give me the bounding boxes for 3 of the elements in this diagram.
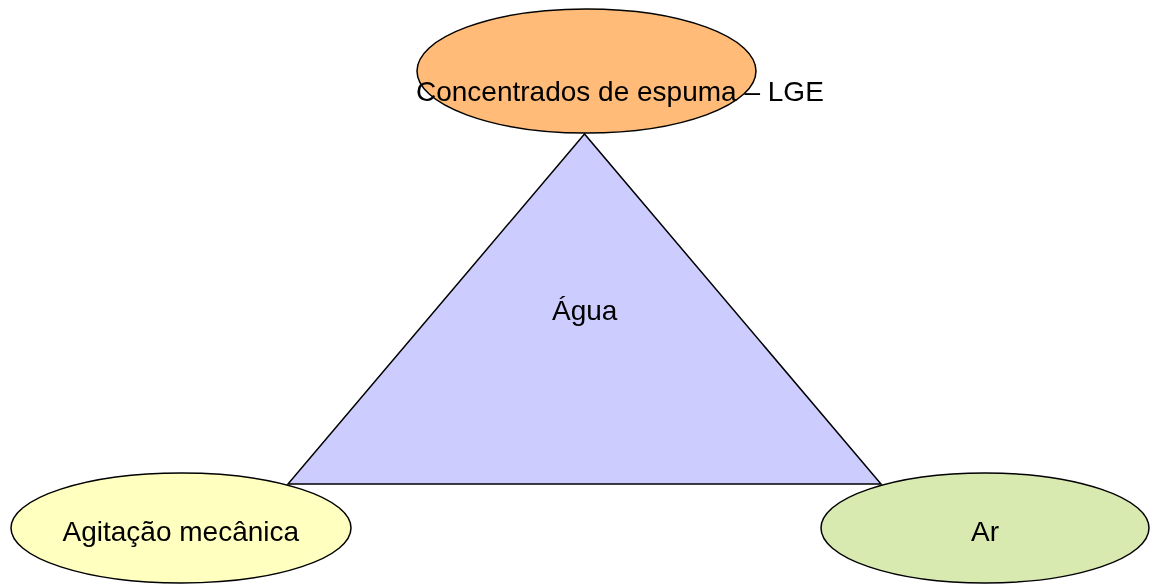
node-text: Agitação mecânica — [62, 516, 300, 548]
node-text: Água — [552, 295, 618, 327]
node-text: Ar — [971, 516, 999, 548]
